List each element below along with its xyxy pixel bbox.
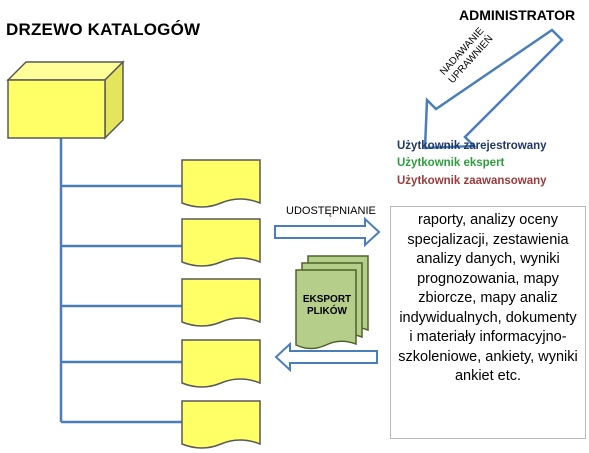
document-folders [181, 159, 261, 449]
diagram-title: DRZEWO KATALOGÓW [6, 20, 201, 39]
export-arrow [274, 341, 378, 373]
role-registered-user: Użytkownik zarejestrowany [397, 140, 547, 152]
export-label-line-1: EKSPORT [302, 294, 352, 305]
root-catalog-box [6, 60, 125, 140]
contents-box: raporty, analizy oceny specjalizacji, ze… [390, 206, 586, 439]
document-5[interactable] [181, 400, 261, 449]
export-label-line-2: PLIKÓW [307, 306, 347, 317]
export-files-stack [295, 255, 369, 350]
document-1[interactable] [181, 159, 261, 208]
sharing-label: UDOSTĘPNIANIE [286, 205, 376, 217]
export-files-label: EKSPORT PLIKÓW [302, 294, 352, 318]
permissions-arrow [423, 28, 564, 150]
role-expert-user: Użytkownik ekspert [397, 157, 505, 169]
document-4[interactable] [181, 339, 261, 388]
sharing-arrow [274, 216, 381, 248]
tree-lines [59, 138, 182, 424]
document-3[interactable] [181, 278, 261, 327]
document-2[interactable] [181, 218, 261, 267]
role-advanced-user: Użytkownik zaawansowany [397, 175, 547, 187]
administrator-label: ADMINISTRATOR [459, 7, 576, 23]
